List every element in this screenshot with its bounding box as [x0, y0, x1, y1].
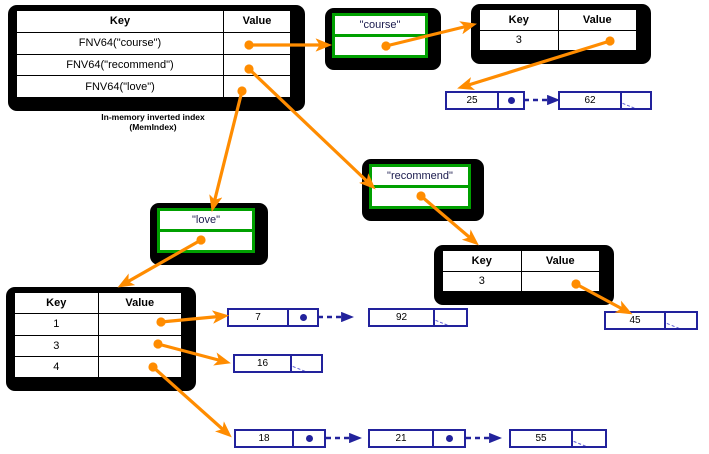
memindex-caption-line1: In-memory inverted index	[101, 112, 205, 122]
table-row[interactable]: 1	[15, 314, 182, 336]
doc-table-love: Key Value 1 3 4	[6, 287, 196, 391]
node-next-pointer	[294, 431, 324, 446]
node-value-21: 21	[370, 431, 434, 446]
memindex-header-key: Key	[17, 11, 224, 32]
node-next-pointer	[289, 310, 317, 325]
memindex-table: Key Value FNV64("course") FNV64("recomme…	[8, 5, 305, 111]
doc-table-love-value-2	[99, 357, 182, 377]
list-item[interactable]: 7	[227, 308, 319, 327]
node-null-pointer	[573, 431, 605, 446]
node-value-18: 18	[236, 431, 294, 446]
node-null-pointer	[622, 93, 650, 108]
doc-table-recommend-header-key: Key	[443, 251, 522, 271]
list-item[interactable]: 16	[233, 354, 323, 373]
term-slot-recommend	[372, 188, 468, 206]
node-next-pointer	[434, 431, 464, 446]
memindex-value-love	[224, 76, 290, 97]
node-value-16: 16	[235, 356, 292, 371]
list-item[interactable]: 92	[368, 308, 468, 327]
term-label-course: "course"	[335, 16, 425, 37]
doc-table-love-header-value: Value	[125, 297, 155, 310]
node-value-25: 25	[447, 93, 499, 108]
table-row[interactable]: FNV64("course")	[17, 32, 290, 55]
doc-table-course: Key Value 3	[471, 4, 651, 64]
doc-table-course-key-0: 3	[480, 30, 559, 50]
memindex-key-love: FNV64("love")	[17, 76, 224, 97]
memindex-value-course	[224, 33, 290, 54]
node-value-45: 45	[606, 313, 666, 328]
list-item[interactable]: 45	[604, 311, 698, 330]
node-next-pointer	[499, 93, 523, 108]
memindex-caption: In-memory inverted index (MemIndex)	[8, 112, 298, 132]
list-item[interactable]: 21	[368, 429, 466, 448]
node-null-pointer	[292, 356, 321, 371]
table-row[interactable]: FNV64("recommend")	[17, 54, 290, 77]
table-row[interactable]: 3	[480, 30, 637, 51]
table-row[interactable]: 3	[15, 335, 182, 357]
doc-table-recommend-value-0	[522, 272, 600, 292]
term-box-recommend[interactable]: "recommend"	[362, 159, 484, 221]
list-item[interactable]: 55	[509, 429, 607, 448]
term-slot-course	[335, 37, 425, 55]
table-row[interactable]: 3	[443, 271, 600, 292]
doc-table-love-header-key: Key	[15, 293, 99, 314]
node-value-62: 62	[560, 93, 622, 108]
term-label-love: "love"	[160, 211, 252, 232]
table-row[interactable]: FNV64("love")	[17, 76, 290, 97]
memindex-caption-line2: (MemIndex)	[129, 122, 177, 132]
doc-table-love-value-1	[99, 336, 182, 356]
doc-table-recommend-header-value: Value	[545, 254, 575, 267]
doc-table-course-header-value: Value	[582, 13, 612, 26]
node-null-pointer	[666, 313, 696, 328]
doc-table-love-key-2: 4	[15, 356, 99, 377]
doc-table-love-header-row: Key Value	[15, 293, 181, 315]
memindex-header-value: Value	[242, 15, 272, 28]
memindex-header-row: Key Value	[17, 11, 290, 33]
term-box-course[interactable]: "course"	[325, 8, 441, 70]
list-item[interactable]: 18	[234, 429, 326, 448]
doc-table-love-key-1: 3	[15, 335, 99, 356]
term-box-love[interactable]: "love"	[150, 203, 268, 265]
doc-table-recommend-key-0: 3	[443, 271, 522, 291]
term-slot-love	[160, 232, 252, 250]
node-null-pointer	[435, 310, 466, 325]
memindex-value-recommend	[224, 55, 290, 76]
doc-table-recommend: Key Value 3	[434, 245, 614, 305]
list-item[interactable]: 25	[445, 91, 525, 110]
node-value-55: 55	[511, 431, 573, 446]
memindex-key-course: FNV64("course")	[17, 32, 224, 54]
doc-table-course-header-key: Key	[480, 10, 559, 30]
doc-table-recommend-header-row: Key Value	[443, 251, 599, 272]
term-label-recommend: "recommend"	[372, 167, 468, 188]
node-value-7: 7	[229, 310, 289, 325]
list-item[interactable]: 62	[558, 91, 652, 110]
table-row[interactable]: 4	[15, 356, 182, 377]
doc-table-course-value-0	[559, 31, 637, 51]
memindex-key-recommend: FNV64("recommend")	[17, 54, 224, 76]
doc-table-love-value-0	[99, 314, 182, 334]
doc-table-course-header-row: Key Value	[480, 10, 636, 31]
doc-table-love-key-0: 1	[15, 314, 99, 335]
node-value-92: 92	[370, 310, 435, 325]
